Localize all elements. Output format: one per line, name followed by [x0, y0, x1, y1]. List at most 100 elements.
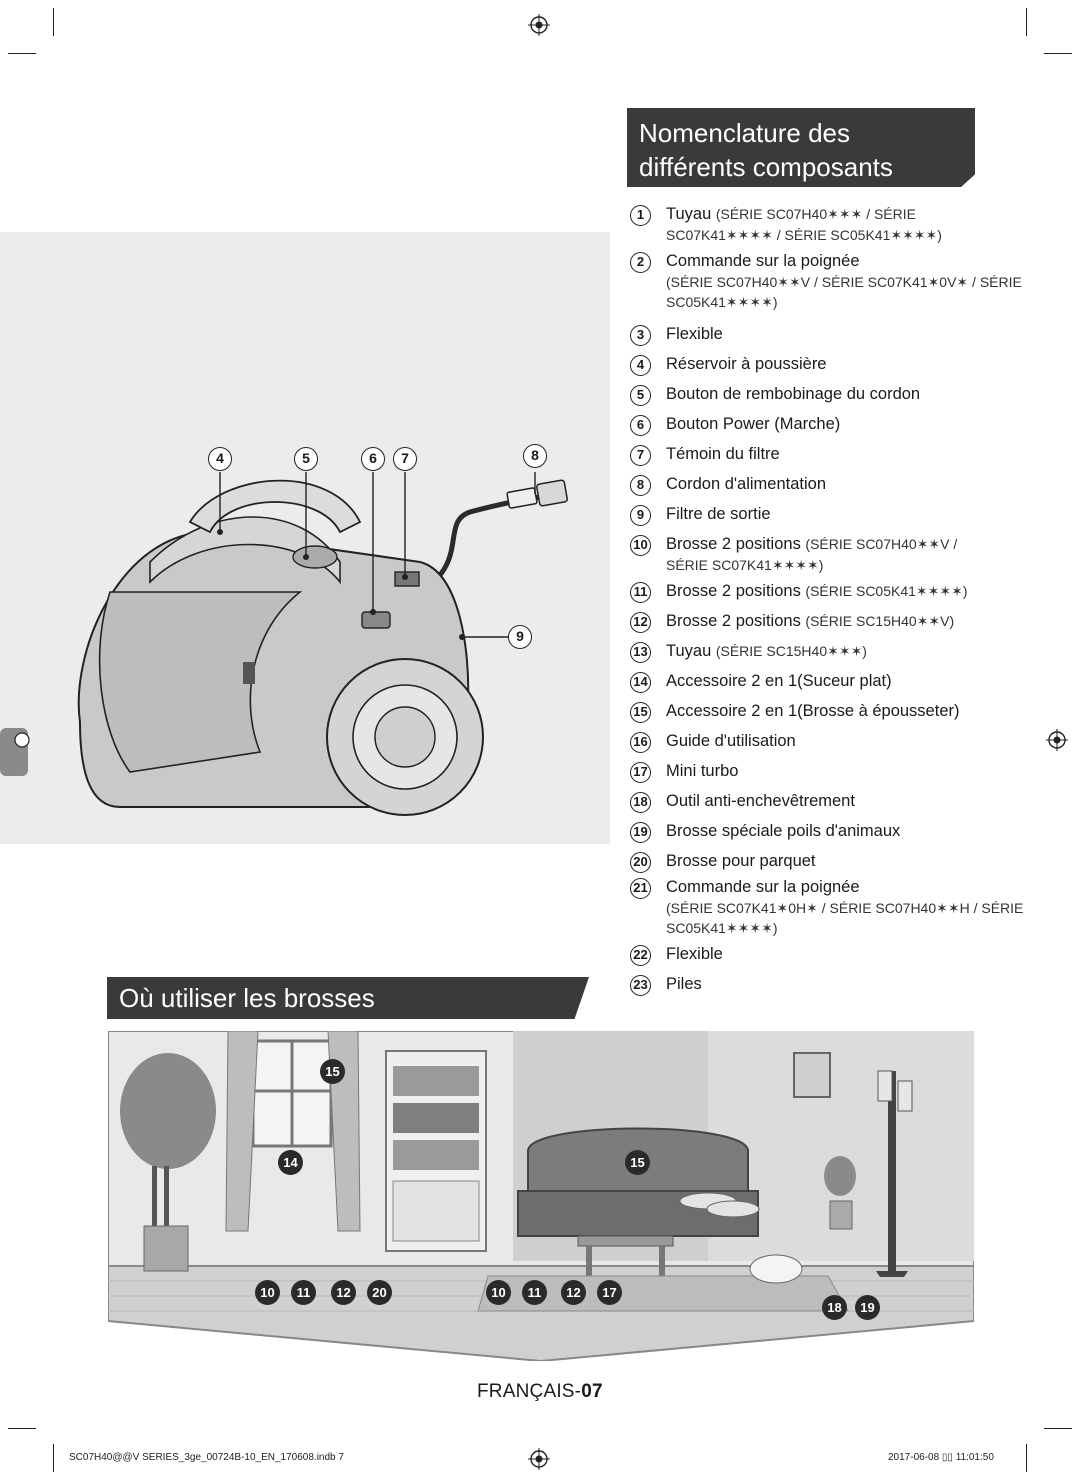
part-label: Accessoire 2 en 1(Brosse à épousseter): [666, 702, 960, 720]
room-callout-window: 15: [320, 1059, 345, 1084]
part-number: 3: [630, 325, 651, 346]
part-model: (SÉRIE SC05K41✶✶✶✶): [805, 583, 968, 599]
part-number: 11: [630, 582, 651, 603]
room-callout-curtain: 14: [278, 1150, 303, 1175]
room-callout-rug: 17: [597, 1280, 622, 1305]
part-number: 10: [630, 535, 651, 556]
room-callout-floor: 10: [255, 1280, 280, 1305]
callout-8: 8: [523, 444, 547, 468]
part-item: 3 Flexible: [630, 324, 1030, 346]
part-model: (SÉRIE SC15H40✶✶✶): [715, 643, 867, 659]
footer-file: SC07H40@@V SERIES_3ge_00724B-10_EN_17060…: [69, 1452, 344, 1463]
part-label: Flexible: [666, 945, 723, 963]
nomenclature-heading-line2: différents composants: [639, 152, 893, 182]
part-number: 13: [630, 642, 651, 663]
part-item: 11 Brosse 2 positions (SÉRIE SC05K41✶✶✶✶…: [630, 581, 1030, 603]
part-number: 14: [630, 672, 651, 693]
callout-5: 5: [294, 447, 318, 471]
part-item: 19 Brosse spéciale poils d'animaux: [630, 821, 1030, 843]
part-label: Réservoir à poussière: [666, 355, 827, 373]
living-room-illustration: [107, 1030, 975, 1363]
crop-mark: [1026, 1444, 1027, 1472]
part-number: 5: [630, 385, 651, 406]
room-callout-rug: 10: [486, 1280, 511, 1305]
part-label: Brosse pour parquet: [666, 852, 816, 870]
part-label: Bouton Power (Marche): [666, 415, 841, 433]
part-item: 6 Bouton Power (Marche): [630, 414, 1030, 436]
part-sub: (SÉRIE SC07K41✶0H✶ / SÉRIE SC07H40✶✶H / …: [666, 900, 1024, 936]
part-item: 22 Flexible: [630, 944, 1030, 966]
part-item: 2 Commande sur la poignée (SÉRIE SC07H40…: [630, 251, 1030, 312]
part-number: 12: [630, 612, 651, 633]
part-number: 18: [630, 792, 651, 813]
part-item: 23 Piles: [630, 974, 1030, 996]
part-number: 7: [630, 445, 651, 466]
part-label: Bouton de rembobinage du cordon: [666, 385, 921, 403]
part-number: 15: [630, 702, 651, 723]
part-label: Brosse 2 positions: [666, 612, 801, 630]
part-sub: SC07K41✶✶✶✶ / SÉRIE SC05K41✶✶✶✶): [666, 227, 942, 243]
part-label: Cordon d'alimentation: [666, 475, 826, 493]
vacuum-illustration-panel: [0, 232, 610, 844]
where-to-use-heading: Où utiliser les brosses: [107, 977, 589, 1019]
part-number: 6: [630, 415, 651, 436]
registration-mark-icon: [528, 14, 550, 36]
part-item: 4 Réservoir à poussière: [630, 354, 1030, 376]
part-label: Filtre de sortie: [666, 505, 771, 523]
part-number: 17: [630, 762, 651, 783]
part-item: 20 Brosse pour parquet: [630, 851, 1030, 873]
room-callout-rug: 11: [522, 1280, 547, 1305]
room-callout-floor: 20: [367, 1280, 392, 1305]
part-number: 23: [630, 975, 651, 996]
part-item: 17 Mini turbo: [630, 761, 1030, 783]
registration-mark-icon: [1046, 729, 1068, 751]
part-item: 8 Cordon d'alimentation: [630, 474, 1030, 496]
part-label: Brosse 2 positions: [666, 582, 801, 600]
part-label: Témoin du filtre: [666, 445, 780, 463]
crop-mark: [53, 8, 54, 36]
part-number: 8: [630, 475, 651, 496]
nomenclature-heading-line1: Nomenclature des: [639, 118, 850, 148]
registration-mark-icon: [528, 1448, 550, 1470]
part-model: (SÉRIE SC15H40✶✶V): [805, 613, 955, 629]
part-item: 15 Accessoire 2 en 1(Brosse à épousseter…: [630, 701, 1030, 723]
part-model: (SÉRIE SC07H40✶✶✶ / SÉRIE: [715, 206, 916, 222]
part-number: 22: [630, 945, 651, 966]
part-item: 16 Guide d'utilisation: [630, 731, 1030, 753]
part-label: Outil anti-enchevêtrement: [666, 792, 855, 810]
callout-9: 9: [508, 625, 532, 649]
part-item: 14 Accessoire 2 en 1(Suceur plat): [630, 671, 1030, 693]
room-callout-pet: 18: [822, 1295, 847, 1320]
nomenclature-heading: Nomenclature des différents composants: [627, 108, 975, 187]
part-item: 1 Tuyau (SÉRIE SC07H40✶✶✶ / SÉRIE SC07K4…: [630, 204, 1030, 245]
crop-mark: [1044, 53, 1072, 54]
part-label: Tuyau: [666, 642, 712, 660]
part-sub: (SÉRIE SC07H40✶✶V / SÉRIE SC07K41✶0V✶ / …: [666, 274, 1022, 310]
part-number: 20: [630, 852, 651, 873]
part-label: Mini turbo: [666, 762, 739, 780]
crop-mark: [8, 53, 36, 54]
part-sub: SÉRIE SC07K41✶✶✶✶): [666, 557, 824, 573]
callout-6: 6: [361, 447, 385, 471]
page-label-number: 07: [581, 1381, 603, 1402]
part-number: 9: [630, 505, 651, 526]
part-label: Tuyau: [666, 205, 712, 223]
crop-mark: [1044, 1428, 1072, 1429]
part-label: Accessoire 2 en 1(Suceur plat): [666, 672, 892, 690]
part-number: 19: [630, 822, 651, 843]
part-item: 13 Tuyau (SÉRIE SC15H40✶✶✶): [630, 641, 1030, 663]
part-item: 21 Commande sur la poignée (SÉRIE SC07K4…: [630, 877, 1030, 938]
page-label-language: FRANÇAIS-: [477, 1381, 582, 1402]
part-item: 5 Bouton de rembobinage du cordon: [630, 384, 1030, 406]
part-label: Commande sur la poignée: [666, 252, 860, 270]
room-callout-sofa: 15: [625, 1150, 650, 1175]
part-model: (SÉRIE SC07H40✶✶V /: [805, 536, 958, 552]
footer-timestamp: 2017-06-08 ▯▯ 11:01:50: [888, 1452, 994, 1463]
crop-mark: [53, 1444, 54, 1472]
room-callout-floor: 12: [331, 1280, 356, 1305]
part-label: Flexible: [666, 325, 723, 343]
part-number: 2: [630, 252, 651, 273]
part-item: 9 Filtre de sortie: [630, 504, 1030, 526]
part-label: Commande sur la poignée: [666, 878, 860, 896]
room-callout-pet: 19: [855, 1295, 880, 1320]
